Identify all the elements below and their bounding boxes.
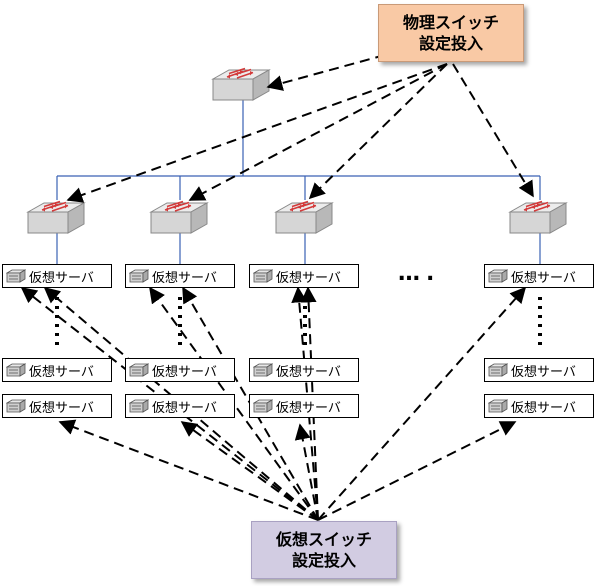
server-icon	[487, 269, 509, 283]
virtual-label-line1: 仮想スイッチ	[275, 530, 372, 549]
virtual-server-box: 仮想サーバ	[125, 394, 235, 418]
virtual-server-box: 仮想サーバ	[249, 264, 359, 288]
virtual-server-box: 仮想サーバ	[2, 358, 112, 382]
server-icon	[5, 269, 27, 283]
edge-switch-icon	[275, 200, 333, 234]
virtual-server-box: 仮想サーバ	[484, 394, 594, 418]
server-icon	[252, 399, 274, 413]
virtual-server-box: 仮想サーバ	[2, 394, 112, 418]
core-switch-icon	[212, 67, 270, 101]
virtual-server-label: 仮想サーバ	[276, 364, 341, 380]
server-icon	[487, 399, 509, 413]
physical-switch-config-label: 物理スイッチ 設定投入	[378, 4, 524, 62]
virtual-server-label: 仮想サーバ	[511, 364, 576, 380]
virtual-server-box: 仮想サーバ	[484, 264, 594, 288]
virtual-server-label: 仮想サーバ	[511, 400, 576, 416]
server-icon	[5, 399, 27, 413]
physical-label-line2: 設定投入	[418, 34, 483, 53]
network-links	[56, 99, 541, 264]
virtual-server-label: 仮想サーバ	[152, 364, 217, 380]
server-icon	[487, 363, 509, 377]
server-icon	[128, 363, 150, 377]
virtual-server-label: 仮想サーバ	[276, 270, 341, 286]
server-icon	[128, 269, 150, 283]
virtual-switch-config-label: 仮想スイッチ 設定投入	[251, 521, 397, 579]
edge-switch-icon	[27, 200, 85, 234]
virtual-server-box: 仮想サーバ	[125, 264, 235, 288]
virtual-server-label: 仮想サーバ	[152, 400, 217, 416]
virtual-server-label: 仮想サーバ	[29, 400, 94, 416]
virtual-server-label: 仮想サーバ	[511, 270, 576, 286]
server-icon	[5, 363, 27, 377]
edge-switch-icon	[509, 200, 567, 234]
physical-label-line1: 物理スイッチ	[402, 13, 499, 32]
server-icon	[252, 269, 274, 283]
virtual-server-label: 仮想サーバ	[29, 270, 94, 286]
virtual-server-box: 仮想サーバ	[484, 358, 594, 382]
edge-switch-icon	[150, 200, 208, 234]
virtual-label-line2: 設定投入	[291, 551, 356, 570]
horizontal-ellipsis: ….	[398, 261, 441, 286]
virtual-server-box: 仮想サーバ	[249, 358, 359, 382]
physical-config-arrows	[66, 54, 534, 203]
virtual-server-box: 仮想サーバ	[125, 358, 235, 382]
virtual-server-label: 仮想サーバ	[276, 400, 341, 416]
server-icon	[128, 399, 150, 413]
virtual-server-label: 仮想サーバ	[152, 270, 217, 286]
virtual-server-box: 仮想サーバ	[249, 394, 359, 418]
virtual-server-label: 仮想サーバ	[29, 364, 94, 380]
server-icon	[252, 363, 274, 377]
virtual-server-box: 仮想サーバ	[2, 264, 112, 288]
